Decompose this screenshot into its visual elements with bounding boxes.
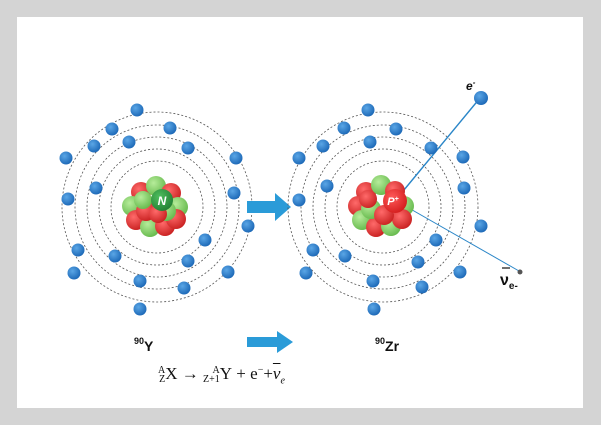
proton (392, 209, 412, 229)
equation-antineutrino: νe (272, 364, 285, 387)
antineutrino-label: νe- (500, 272, 518, 292)
electron (429, 233, 443, 247)
electron (367, 302, 381, 316)
electron (424, 141, 438, 155)
orbit-ring (300, 124, 466, 290)
electron (227, 186, 241, 200)
orbit-ring (312, 136, 454, 278)
right-nucleus: P+ (348, 175, 414, 237)
electron (122, 135, 136, 149)
equation-arrow: → (181, 364, 199, 383)
right-orbits (287, 111, 479, 303)
equation-electron: e− (250, 364, 264, 383)
electron (292, 151, 306, 165)
electron (198, 233, 212, 247)
orbit-ring (86, 136, 228, 278)
proton (359, 190, 377, 208)
equation-plus: + (263, 364, 273, 383)
emitted-electron (474, 91, 488, 105)
daughter-isotope-label: 90Zr (375, 336, 400, 354)
electron (133, 302, 147, 316)
electron (453, 265, 467, 279)
electron (87, 139, 101, 153)
proton-label: P+ (387, 196, 398, 208)
antineutrino-emission-line (399, 202, 520, 272)
orbit-ring (110, 160, 204, 254)
electron (59, 151, 73, 165)
electron (320, 179, 334, 193)
electron (241, 219, 255, 233)
electron (67, 266, 81, 280)
parent-isotope-label: 90Y (134, 336, 154, 354)
lower-arrow-icon (247, 331, 293, 353)
electron (337, 121, 351, 135)
emitted-electron-label: e- (466, 78, 476, 93)
orbit-ring (74, 124, 240, 290)
electron (411, 255, 425, 269)
orbit-ring (336, 160, 430, 254)
electron (366, 274, 380, 288)
electron (229, 151, 243, 165)
highlighted-neutron (151, 189, 173, 211)
emitted-antineutrino (517, 269, 523, 275)
left-atom: N (59, 103, 255, 316)
electron (177, 281, 191, 295)
decay-arrow-icon (247, 193, 291, 221)
electron (221, 265, 235, 279)
electron (457, 181, 471, 195)
electron (474, 219, 488, 233)
figure-panel (17, 17, 583, 408)
electron (338, 249, 352, 263)
equation-plus: + (236, 364, 246, 383)
electron-emission-line (398, 97, 481, 197)
orbit-ring (98, 148, 216, 266)
electron (456, 150, 470, 164)
electron (363, 135, 377, 149)
electron (130, 103, 144, 117)
electron (61, 192, 75, 206)
left-electrons (59, 103, 255, 316)
orbit-ring (324, 148, 442, 266)
electron (389, 122, 403, 136)
electron (306, 243, 320, 257)
electron (71, 243, 85, 257)
neutron-label: N (158, 194, 167, 208)
highlighted-proton (383, 189, 407, 213)
electron (292, 193, 306, 207)
neutron (134, 191, 152, 209)
electron (361, 103, 375, 117)
electron (415, 280, 429, 294)
right-atom: P+ e- ν (287, 78, 523, 316)
left-nucleus: N (122, 176, 188, 237)
electron (181, 141, 195, 155)
left-orbits (61, 111, 253, 303)
orbit-ring (287, 111, 479, 303)
electron (108, 249, 122, 263)
electron (316, 139, 330, 153)
right-electrons (292, 103, 488, 316)
electron (133, 274, 147, 288)
electron (89, 181, 103, 195)
electron (105, 122, 119, 136)
electron (163, 121, 177, 135)
electron (299, 266, 313, 280)
electron (181, 254, 195, 268)
